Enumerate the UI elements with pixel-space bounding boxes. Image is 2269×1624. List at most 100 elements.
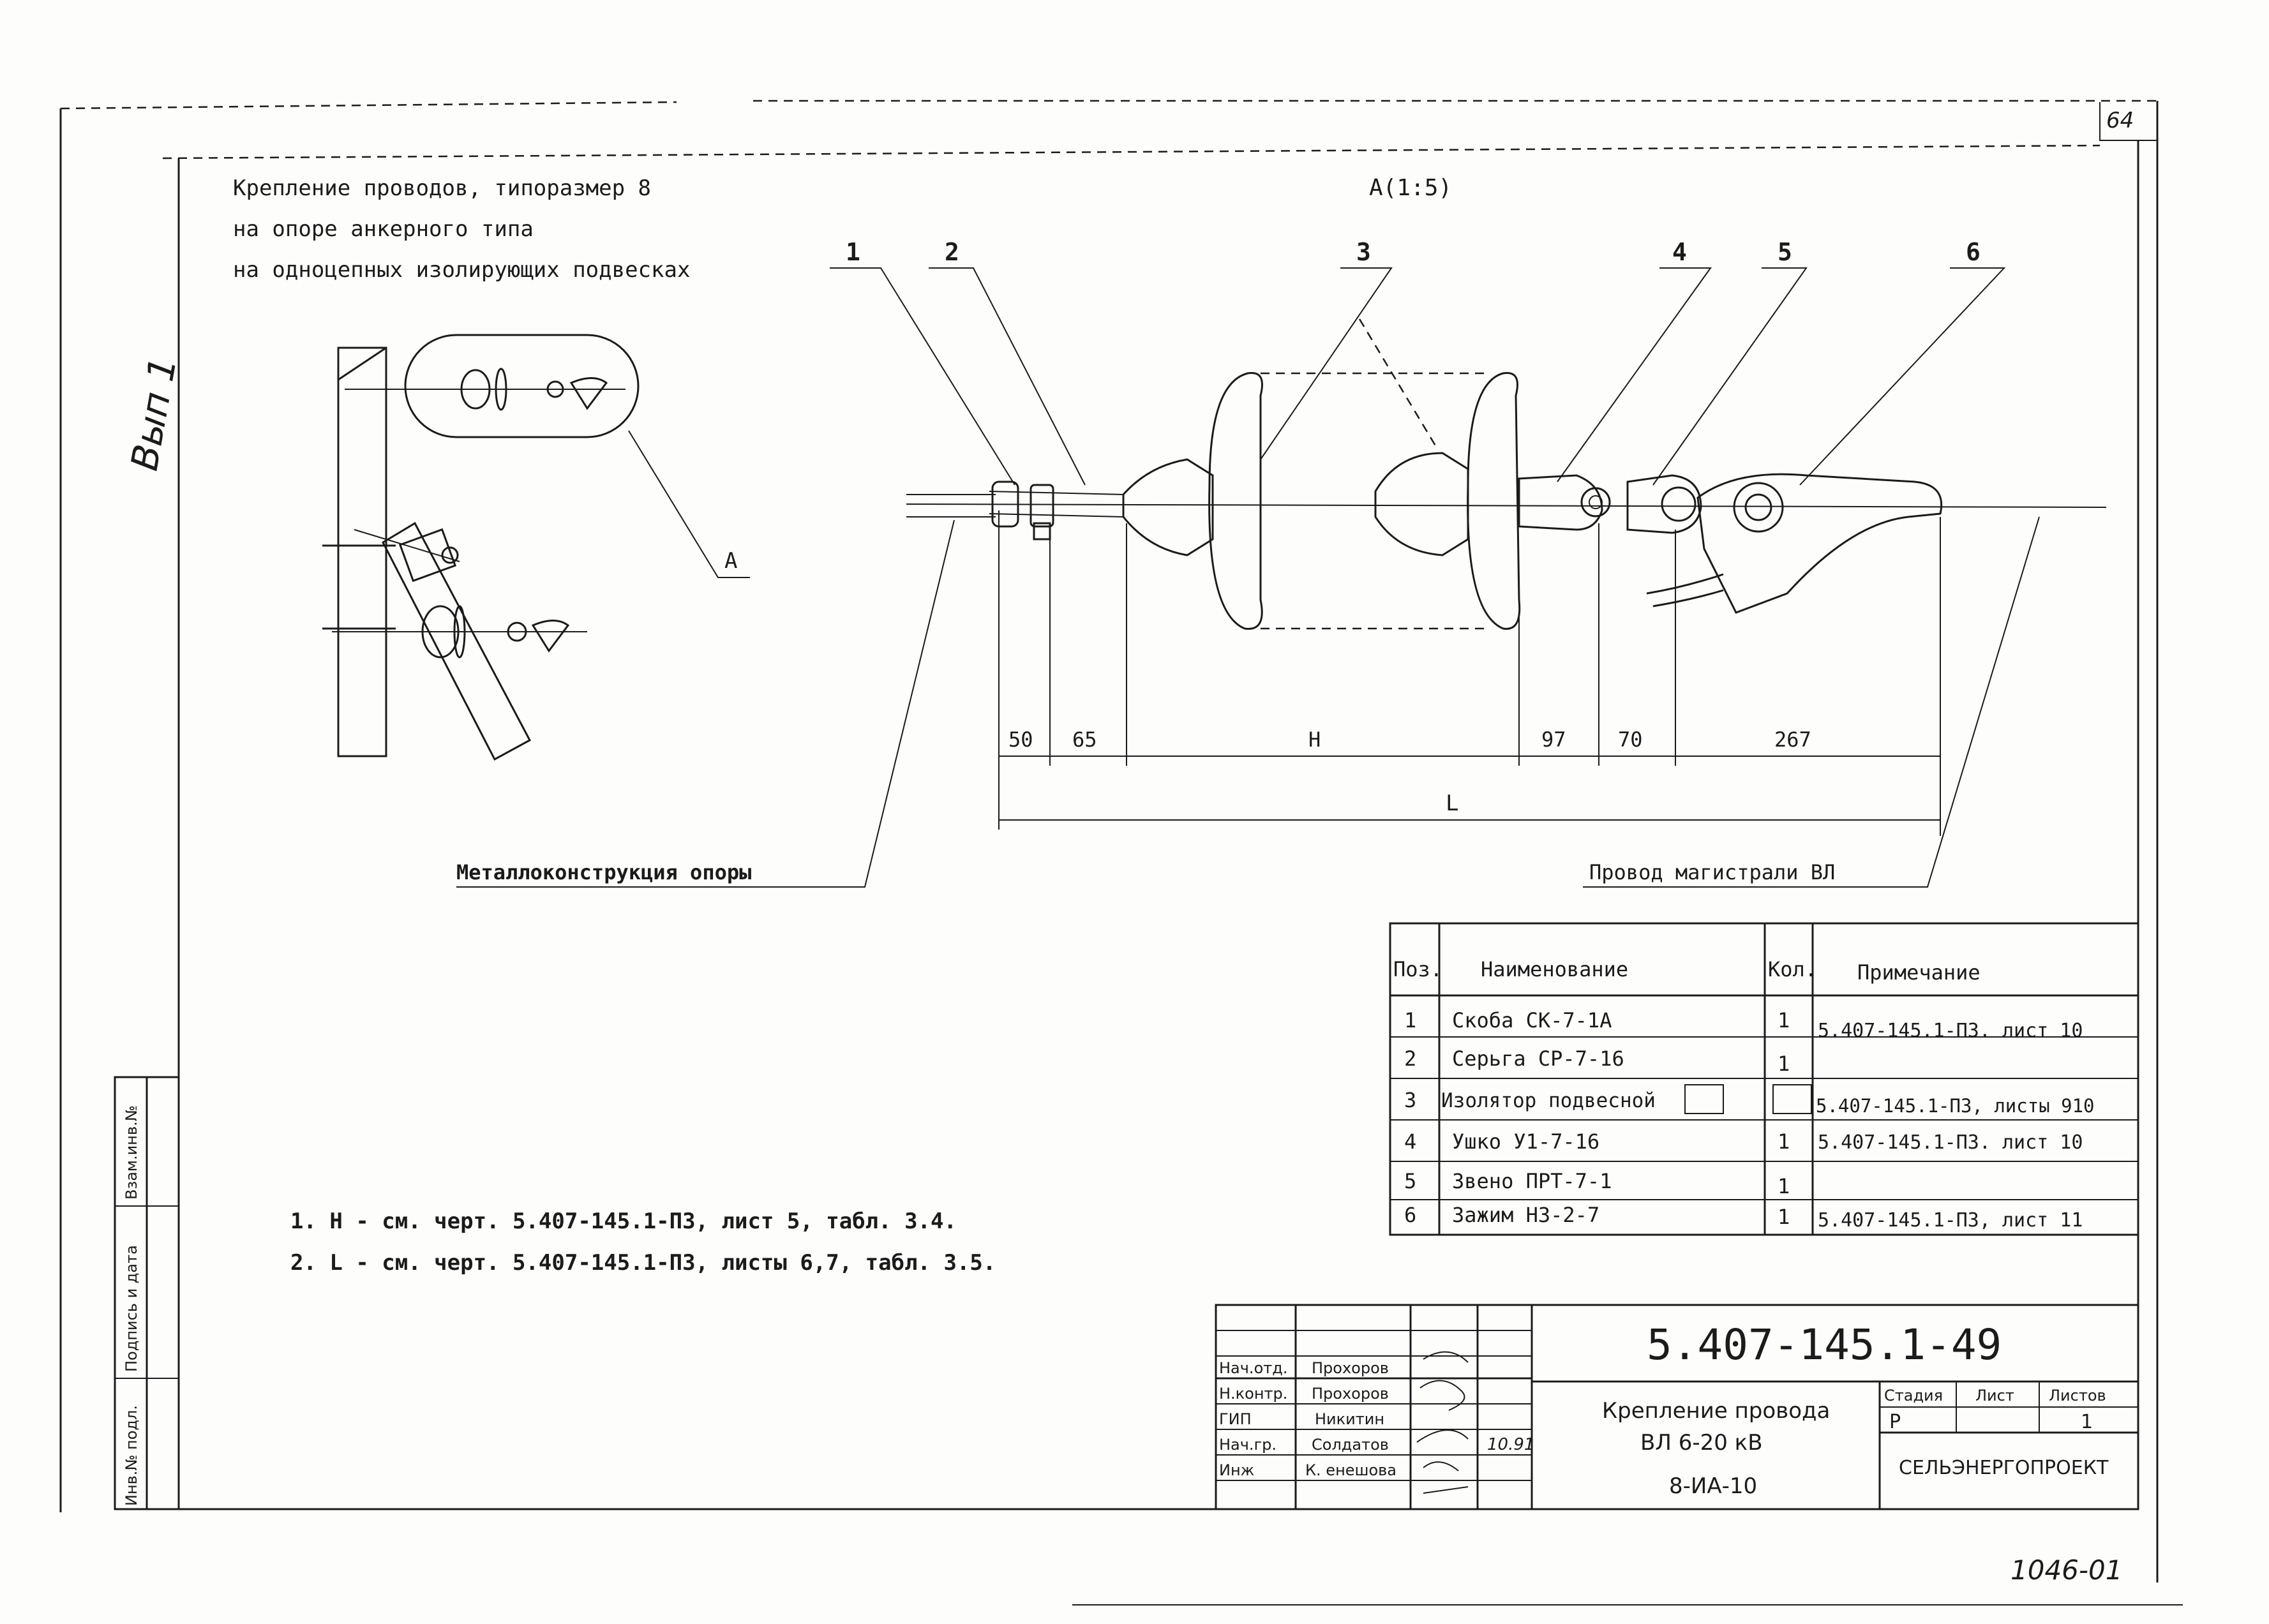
- spec-row-4-pos: 4: [1404, 1129, 1416, 1154]
- title-block: [1215, 1304, 2139, 1510]
- wire-label: Провод магистрали ВЛ: [1589, 860, 1835, 884]
- dimension-97: 97: [1541, 727, 1566, 752]
- strip-original-inv: Инв.№ подл.: [123, 1405, 140, 1506]
- spec-row-4-name: Ушко У1-7-16: [1452, 1129, 1599, 1154]
- spec-row-3-blank-box: [1684, 1084, 1724, 1114]
- tb-name-2: Прохоров: [1312, 1385, 1389, 1403]
- sheet-number: 64: [2106, 108, 2134, 133]
- dimension-l: L: [1446, 791, 1458, 816]
- support-leader: [456, 519, 955, 888]
- spec-header-qty: Кол.: [1768, 957, 1817, 981]
- tb-stage-header: Стадия: [1884, 1387, 1943, 1404]
- part-3-insulator-disc-1: [1208, 371, 1263, 630]
- note-2: 2. L - см. черт. 5.407-145.1-ПЗ, листы 6…: [290, 1250, 996, 1276]
- spec-row-3-pos: 3: [1404, 1088, 1416, 1112]
- spec-row-5: 5 Звено ПРТ-7-1 1: [1404, 1169, 1790, 1198]
- spec-header-note: Примечание: [1857, 960, 1981, 985]
- tb-sheets-value: 1: [2081, 1411, 2093, 1433]
- overview-sketch: [322, 334, 750, 761]
- position-marker-6: 6: [1966, 238, 1981, 266]
- callout-a-label: А: [724, 548, 737, 574]
- spec-row-1-note: 5.407-145.1-ПЗ. лист 10: [1818, 1020, 2083, 1042]
- tb-name-3: Никитин: [1315, 1410, 1384, 1428]
- spec-row-1-name: Скоба СК-7-1А: [1452, 1008, 1612, 1032]
- position-marker-4: 4: [1672, 238, 1687, 266]
- wire-leader: [1583, 516, 2040, 888]
- part-5-link: [1626, 474, 1702, 534]
- dimension-lines: [998, 510, 1941, 836]
- spec-row-6-qty: 1: [1778, 1205, 1790, 1229]
- sheet-border: [59, 100, 2183, 1605]
- tb-sheet-header: Лист: [1975, 1387, 2014, 1404]
- pole: [337, 346, 387, 757]
- spec-row-5-name: Звено ПРТ-7-1: [1452, 1169, 1612, 1193]
- tb-title-2: ВЛ 6-20 кВ: [1640, 1430, 1763, 1456]
- tb-role-5: Инж: [1219, 1461, 1254, 1479]
- spec-row-3-qty-box: [1772, 1084, 1812, 1114]
- title-line-2: на опоре анкерного типа: [233, 216, 534, 242]
- spec-row-2: 2 Серьга СР-7-16 1: [1404, 1047, 1790, 1076]
- title-line-3: на одноцепных изолирующих подвесках: [233, 257, 690, 283]
- spec-row-3: 3 Изолятор подвесной 5.407-145.1-ПЗ, лис…: [1404, 1084, 2095, 1117]
- spec-row-3-note: 5.407-145.1-ПЗ, листы 910: [1816, 1095, 2095, 1117]
- part-1-shackle: [991, 480, 1019, 528]
- spec-row-5-pos: 5: [1404, 1169, 1416, 1193]
- position-marker-1: 1: [846, 238, 860, 266]
- spec-row-1: 1 Скоба СК-7-1А 1 5.407-145.1-ПЗ. лист 1…: [1404, 1008, 2083, 1042]
- dimension-h: Н: [1308, 727, 1321, 752]
- tb-role-4: Нач.гр.: [1219, 1436, 1277, 1454]
- side-note: Вып 1: [123, 354, 185, 473]
- spec-row-3-name: Изолятор подвесной: [1441, 1089, 1656, 1112]
- tb-title-1: Крепление провода: [1602, 1398, 1830, 1424]
- spec-row-4-qty: 1: [1778, 1129, 1790, 1154]
- document-code: 5.407-145.1-49: [1647, 1320, 2002, 1369]
- spec-header-pos: Поз.: [1393, 957, 1442, 981]
- tb-role-2: Н.контр.: [1219, 1385, 1287, 1403]
- tb-signature-note: 10.91: [1487, 1435, 1534, 1454]
- spec-row-6-pos: 6: [1404, 1203, 1416, 1227]
- spec-row-2-name: Серьга СР-7-16: [1452, 1047, 1624, 1071]
- dimension-50: 50: [1008, 727, 1033, 752]
- dimension-65: 65: [1072, 727, 1097, 752]
- part-2-clevis: [1122, 458, 1214, 556]
- spec-row-6: 6 Зажим НЗ-2-7 1 5.407-145.1-ПЗ, лист 11: [1404, 1203, 2083, 1232]
- spec-row-6-note: 5.407-145.1-ПЗ, лист 11: [1818, 1209, 2083, 1232]
- spec-row-6-name: Зажим НЗ-2-7: [1452, 1203, 1599, 1227]
- tb-sheets-header: Листов: [2049, 1387, 2106, 1404]
- part-4-eye: [1518, 474, 1603, 531]
- part-6-clamp: [1696, 473, 1943, 614]
- detail-assembly: [906, 318, 2107, 630]
- spec-row-1-pos: 1: [1404, 1008, 1416, 1032]
- detail-a-outline: [404, 334, 640, 438]
- dimension-70: 70: [1618, 727, 1643, 752]
- spec-table: [1389, 922, 2139, 1236]
- position-marker-2: 2: [945, 238, 959, 266]
- position-marker-5: 5: [1778, 238, 1792, 266]
- spec-row-4: 4 Ушко У1-7-16 1 5.407-145.1-ПЗ. лист 10: [1404, 1129, 2083, 1154]
- tb-role-1: Нач.отд.: [1219, 1359, 1287, 1377]
- note-1: 1. Н - см. черт. 5.407-145.1-ПЗ, лист 5,…: [290, 1209, 957, 1234]
- spec-row-4-note: 5.407-145.1-ПЗ. лист 10: [1818, 1131, 2083, 1154]
- crossarm: [382, 521, 532, 761]
- tb-role-3: ГИП: [1219, 1410, 1252, 1428]
- dimension-267: 267: [1774, 727, 1811, 752]
- tb-name-5: К. енешова: [1305, 1461, 1397, 1479]
- tb-name-1: Прохоров: [1312, 1359, 1389, 1377]
- tb-title-3: 8-ИА-10: [1669, 1473, 1757, 1499]
- support-label: Металлоконструкция опоры: [456, 860, 751, 884]
- tb-name-4: Солдатов: [1312, 1436, 1389, 1454]
- view-label: А(1:5): [1369, 175, 1452, 201]
- spec-header-name: Наименование: [1481, 957, 1628, 981]
- tb-organization: СЕЛЬЭНЕРГОПРОЕКТ: [1899, 1457, 2109, 1479]
- position-leaders: [830, 267, 2006, 486]
- tb-stage-value: Р: [1889, 1411, 1901, 1433]
- title-line-1: Крепление проводов, типоразмер 8: [233, 175, 651, 201]
- position-marker-3: 3: [1356, 238, 1371, 266]
- spec-row-2-pos: 2: [1404, 1047, 1416, 1071]
- strip-replace-inv: Взам.инв.№: [123, 1105, 140, 1200]
- spec-row-5-qty: 1: [1778, 1174, 1790, 1198]
- spec-row-1-qty: 1: [1778, 1008, 1790, 1032]
- left-approval-strip: [114, 1076, 180, 1510]
